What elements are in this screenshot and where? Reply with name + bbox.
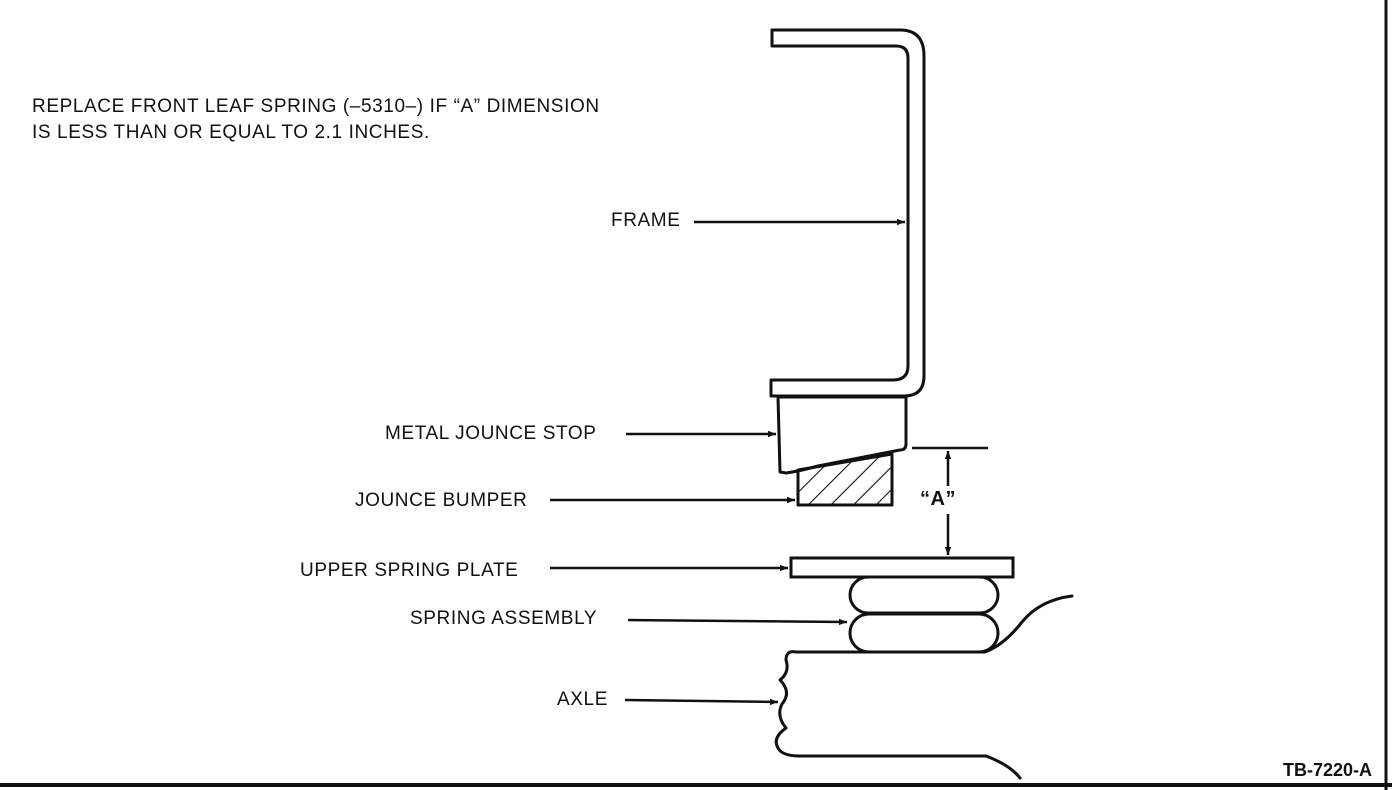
upper-spring-plate — [789, 556, 1015, 579]
note-line-2: IS LESS THAN OR EQUAL TO 2.1 INCHES. — [32, 122, 430, 143]
axle-outline — [774, 594, 1074, 780]
label-metal-jounce-stop: METAL JOUNCE STOP — [385, 423, 597, 444]
label-frame: FRAME — [611, 210, 681, 231]
metal-jounce-stop — [776, 395, 908, 475]
label-jounce-bumper: JOUNCE BUMPER — [355, 490, 528, 511]
label-axle: AXLE — [557, 689, 608, 710]
spring-leaf-upper — [848, 575, 1000, 615]
label-upper-spring-plate: UPPER SPRING PLATE — [300, 560, 519, 581]
jounce-bumper — [796, 452, 894, 507]
replacement-note: REPLACE FRONT LEAF SPRING (–5310–) IF “A… — [32, 94, 600, 146]
label-spring-assembly: SPRING ASSEMBLY — [410, 608, 598, 629]
note-line-1: REPLACE FRONT LEAF SPRING (–5310–) IF “A… — [32, 96, 600, 117]
spring-leaf-lower — [848, 612, 1000, 654]
dimension-a-label: “A” — [920, 488, 956, 510]
figure-id: TB-7220-A — [1282, 760, 1372, 780]
frame-channel — [769, 28, 926, 398]
spring-assembly-leader — [627, 618, 848, 626]
axle-leader — [624, 698, 779, 706]
